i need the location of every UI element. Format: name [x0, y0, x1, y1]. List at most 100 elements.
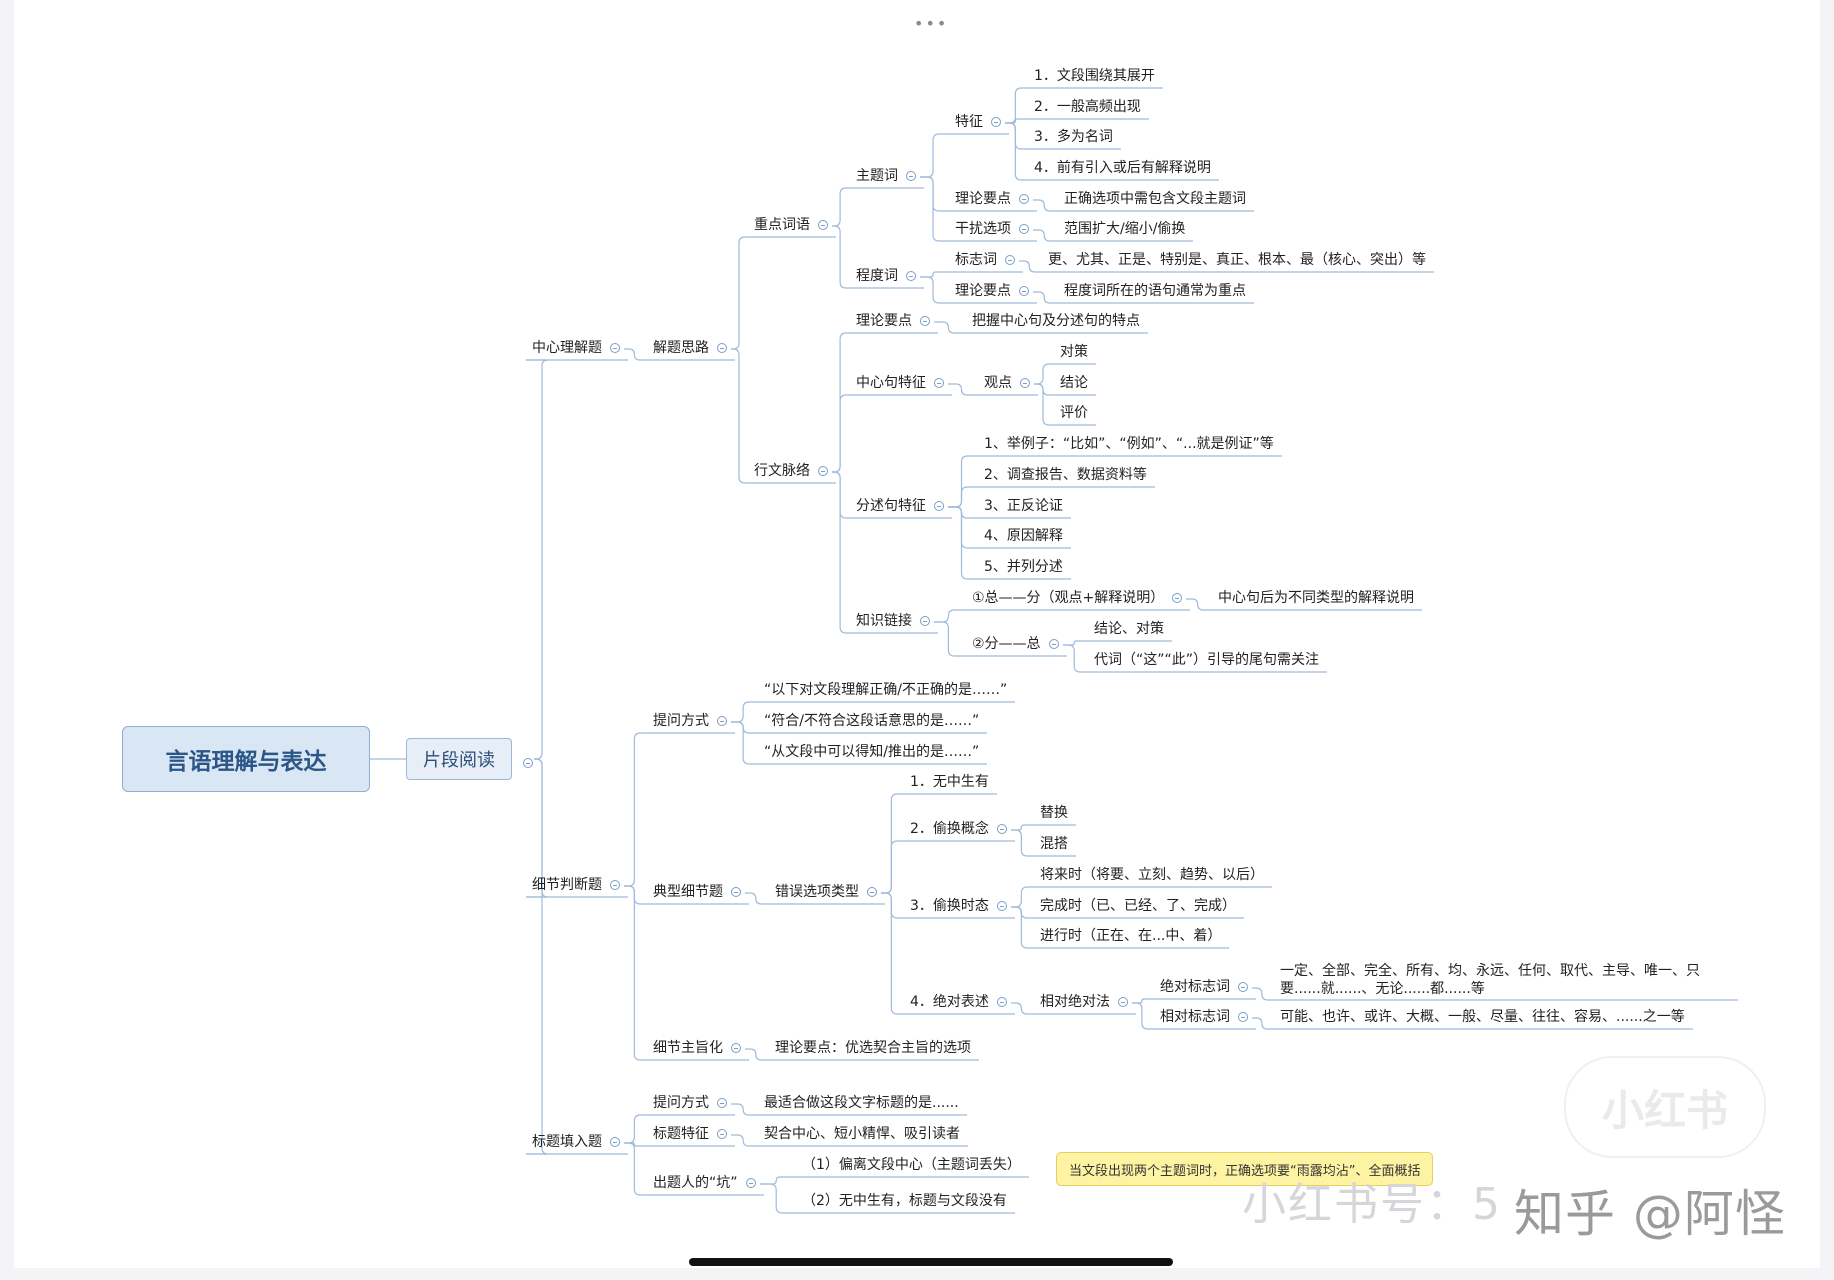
topic-b19[interactable]: 一定、全部、完全、所有、均、永远、任何、取代、主导、唯一、只要......就..… — [1280, 963, 1730, 998]
topic-a12[interactable]: 干扰选项 — [955, 221, 1029, 239]
collapse-icon[interactable] — [717, 1129, 727, 1139]
collapse-icon[interactable] — [1019, 224, 1029, 234]
topic-a1[interactable]: 中心理解题 — [532, 340, 620, 358]
topic-a19[interactable]: 行文脉络 — [754, 463, 828, 481]
topic-a9[interactable]: 4．前有引入或后有解释说明 — [1034, 160, 1211, 178]
topic-c3[interactable]: 最适合做这段文字标题的是...... — [764, 1095, 959, 1113]
collapse-icon[interactable] — [731, 1043, 741, 1053]
topic-a14[interactable]: 程度词 — [856, 268, 916, 286]
topic-b14[interactable]: 完成时（已、已经、了、完成） — [1040, 898, 1236, 916]
topic-a21[interactable]: 把握中心句及分述句的特点 — [972, 313, 1140, 331]
home-indicator[interactable] — [689, 1258, 1173, 1266]
collapse-icon[interactable] — [1238, 982, 1248, 992]
collapse-icon[interactable] — [996, 901, 1007, 911]
collapse-icon[interactable] — [1048, 639, 1059, 649]
topic-a11[interactable]: 正确选项中需包含文段主题词 — [1064, 191, 1246, 209]
topic-b8[interactable]: 1．无中生有 — [910, 774, 989, 792]
topic-a24[interactable]: 对策 — [1060, 344, 1088, 362]
topic-a4[interactable]: 主题词 — [856, 168, 916, 186]
collapse-icon[interactable] — [920, 316, 930, 326]
topic-a38[interactable]: 代词（“这”“此”）引导的尾句需关注 — [1094, 652, 1319, 670]
topic-a5[interactable]: 特征 — [955, 114, 1001, 132]
topic-a23[interactable]: 观点 — [984, 375, 1030, 393]
topic-c4[interactable]: 标题特征 — [653, 1126, 727, 1144]
topic-a15[interactable]: 标志词 — [955, 252, 1015, 270]
topic-b6[interactable]: 典型细节题 — [653, 884, 741, 902]
collapse-icon[interactable] — [996, 997, 1007, 1007]
collapse-icon[interactable] — [906, 171, 916, 181]
topic-b15[interactable]: 进行时（正在、在...中、着） — [1040, 928, 1221, 946]
topic-a35[interactable]: 中心句后为不同类型的解释说明 — [1218, 590, 1414, 608]
topic-b13[interactable]: 将来时（将要、立刻、趋势、以后） — [1040, 867, 1264, 885]
collapse-icon[interactable] — [996, 824, 1007, 834]
collapse-icon[interactable] — [610, 343, 620, 353]
collapse-icon[interactable] — [610, 1137, 620, 1147]
topic-b16[interactable]: 4．绝对表述 — [910, 994, 1007, 1012]
topic-a33[interactable]: 知识链接 — [856, 613, 930, 631]
topic-a34[interactable]: ①总——分（观点+解释说明） — [972, 590, 1183, 608]
topic-b2[interactable]: 提问方式 — [653, 713, 727, 731]
topic-b11[interactable]: 混搭 — [1040, 836, 1068, 854]
topic-c5[interactable]: 契合中心、短小精悍、吸引读者 — [764, 1126, 960, 1144]
topic-a10[interactable]: 理论要点 — [955, 191, 1029, 209]
collapse-icon[interactable] — [515, 755, 533, 773]
topic-a31[interactable]: 4、原因解释 — [984, 528, 1063, 546]
topic-a30[interactable]: 3、正反论证 — [984, 498, 1063, 516]
topic-b22[interactable]: 细节主旨化 — [653, 1040, 741, 1058]
topic-a18[interactable]: 程度词所在的语句通常为重点 — [1064, 283, 1246, 301]
topic-b12[interactable]: 3．偷换时态 — [910, 898, 1007, 916]
topic-c7[interactable]: （1）偏离文段中心（主题词丢失） — [802, 1157, 1021, 1175]
topic-a6[interactable]: 1．文段围绕其展开 — [1034, 68, 1155, 86]
root-topic[interactable]: 言语理解与表达 — [122, 726, 370, 792]
collapse-icon[interactable] — [906, 271, 916, 281]
topic-a3[interactable]: 重点词语 — [754, 217, 828, 235]
topic-b21[interactable]: 可能、也许、或许、大概、一般、尽量、往往、容易、......之一等 — [1280, 1009, 1685, 1027]
topic-a36[interactable]: ②分——总 — [972, 636, 1059, 654]
topic-a37[interactable]: 结论、对策 — [1094, 621, 1164, 639]
topic-b9[interactable]: 2．偷换概念 — [910, 821, 1007, 839]
topic-b18[interactable]: 绝对标志词 — [1160, 979, 1248, 997]
topic-c6[interactable]: 出题人的“坑” — [653, 1175, 756, 1193]
collapse-icon[interactable] — [920, 616, 930, 626]
collapse-icon[interactable] — [717, 716, 727, 726]
topic-a16[interactable]: 更、尤其、正是、特别是、真正、根本、最（核心、突出）等 — [1048, 252, 1426, 270]
topic-a8[interactable]: 3．多为名词 — [1034, 129, 1113, 147]
topic-c1[interactable]: 标题填入题 — [532, 1134, 620, 1152]
topic-passage-reading[interactable]: 片段阅读 — [406, 738, 512, 780]
topic-b7[interactable]: 错误选项类型 — [775, 884, 877, 902]
topic-a29[interactable]: 2、调查报告、数据资料等 — [984, 467, 1147, 485]
topic-a22[interactable]: 中心句特征 — [856, 375, 944, 393]
topic-a2[interactable]: 解题思路 — [653, 340, 727, 358]
topic-a28[interactable]: 1、举例子：“比如”、“例如”、“...就是例证”等 — [984, 436, 1274, 454]
collapse-icon[interactable] — [1118, 997, 1128, 1007]
more-options-icon[interactable]: ••• — [914, 14, 949, 33]
topic-b10[interactable]: 替换 — [1040, 805, 1068, 823]
collapse-icon[interactable] — [818, 220, 828, 230]
topic-b17[interactable]: 相对绝对法 — [1040, 994, 1128, 1012]
topic-a7[interactable]: 2．一般高频出现 — [1034, 99, 1141, 117]
topic-a27[interactable]: 分述句特征 — [856, 498, 944, 516]
topic-a32[interactable]: 5、并列分述 — [984, 559, 1063, 577]
topic-a26[interactable]: 评价 — [1060, 405, 1088, 423]
collapse-icon[interactable] — [1238, 1012, 1248, 1022]
topic-a13[interactable]: 范围扩大/缩小/偷换 — [1064, 221, 1185, 239]
topic-b3[interactable]: “以下对文段理解正确/不正确的是……” — [764, 682, 1007, 700]
collapse-icon[interactable] — [867, 887, 877, 897]
collapse-icon[interactable] — [731, 887, 741, 897]
collapse-icon[interactable] — [745, 1178, 756, 1188]
topic-b20[interactable]: 相对标志词 — [1160, 1009, 1248, 1027]
collapse-icon[interactable] — [717, 1098, 727, 1108]
topic-b4[interactable]: “符合/不符合这段话意思的是……” — [764, 713, 979, 731]
collapse-icon[interactable] — [610, 880, 620, 890]
collapse-icon[interactable] — [1019, 194, 1029, 204]
collapse-icon[interactable] — [991, 117, 1001, 127]
topic-c8[interactable]: （2）无中生有，标题与文段没有 — [802, 1193, 1007, 1211]
collapse-icon[interactable] — [717, 343, 727, 353]
topic-a20[interactable]: 理论要点 — [856, 313, 930, 331]
collapse-icon[interactable] — [1172, 593, 1183, 603]
collapse-icon[interactable] — [934, 378, 944, 388]
collapse-icon[interactable] — [934, 501, 944, 511]
collapse-icon[interactable] — [1019, 286, 1029, 296]
topic-a25[interactable]: 结论 — [1060, 375, 1088, 393]
note-callout[interactable]: 当文段出现两个主题词时，正确选项要“雨露均沾”、全面概括 — [1056, 1152, 1434, 1186]
